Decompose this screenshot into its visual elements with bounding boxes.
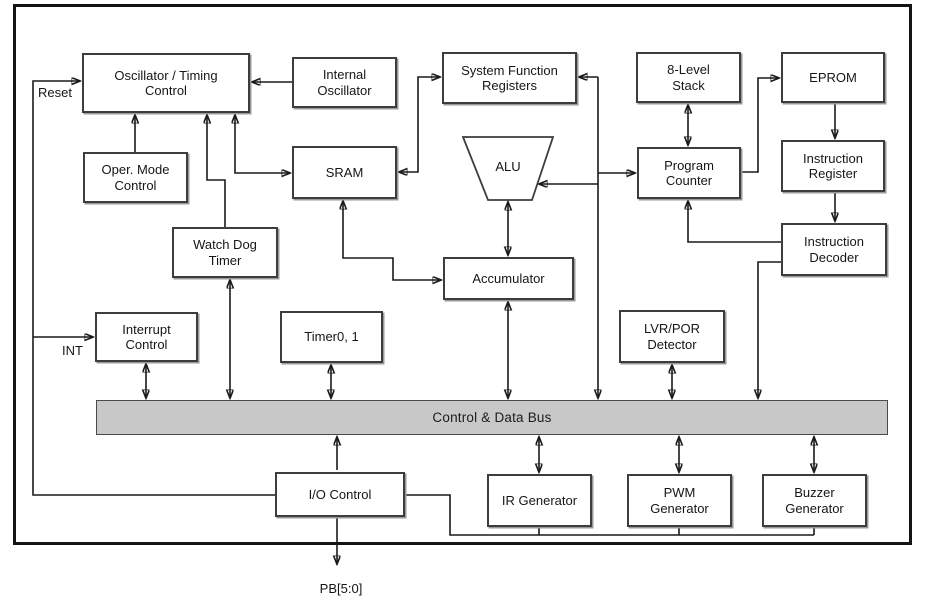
block-alu-label: ALU <box>495 159 521 174</box>
diagram-outer-frame <box>13 4 912 545</box>
block-label: Control <box>145 83 187 98</box>
connector-osc-sram <box>235 115 290 173</box>
block-label: Generator <box>785 500 844 516</box>
block-label: Instruction <box>803 150 863 166</box>
block-label: Watch Dog <box>193 237 257 252</box>
block-watch-dog-timer: Watch Dog Timer <box>172 227 278 278</box>
block-interrupt-control: Interrupt Control <box>95 312 198 362</box>
block-label: Control <box>114 177 157 193</box>
block-label: 8-Level <box>667 62 710 77</box>
block-label: Stack <box>672 77 705 93</box>
block-label: IR Generator <box>501 492 578 508</box>
block-eprom: EPROM <box>781 52 885 103</box>
connector-pc-to-eprom <box>741 78 779 173</box>
block-label: Internal <box>322 67 367 82</box>
block-instruction-decoder: Instruction Decoder <box>781 223 887 276</box>
block-8-level-stack: 8-Level Stack <box>636 52 741 103</box>
connector-io-bottom-rail <box>405 494 815 536</box>
block-oper-mode-control: Oper. Mode Control <box>83 152 188 203</box>
pin-label-pb: PB[5:0] <box>319 581 363 596</box>
pin-label-int: INT <box>62 343 83 358</box>
block-system-function-registers: System Function Registers <box>442 52 577 104</box>
block-sram: SRAM <box>292 146 397 199</box>
block-label: Instruction <box>804 234 864 249</box>
block-label: System Function <box>461 62 558 78</box>
block-buzzer-generator: Buzzer Generator <box>762 474 867 527</box>
block-label: Decoder <box>809 249 859 265</box>
block-label: PWM <box>663 485 696 500</box>
pin-label-reset: Reset <box>38 85 72 100</box>
block-internal-oscillator: Internal Oscillator <box>292 57 397 108</box>
alu-block-shape <box>461 136 555 201</box>
connector-sram-accumulator <box>343 201 441 280</box>
block-label: Accumulator <box>472 270 545 286</box>
block-label: I/O Control <box>308 486 372 502</box>
block-label: Register <box>808 166 858 181</box>
control-data-bus: Control & Data Bus <box>96 400 888 435</box>
block-label: Timer0, 1 <box>304 329 359 345</box>
block-pwm-generator: PWM Generator <box>627 474 732 527</box>
block-program-counter: Program Counter <box>637 147 741 199</box>
block-instruction-register: Instruction Register <box>781 140 885 192</box>
block-label: Generator <box>650 500 709 516</box>
block-label: Oscillator / Timing <box>114 67 218 83</box>
connector-decoder-to-pc <box>688 201 781 243</box>
block-label: Control <box>125 337 168 352</box>
block-label: Buzzer <box>794 485 835 500</box>
block-accumulator: Accumulator <box>443 257 574 300</box>
block-label: Program <box>664 157 714 173</box>
block-io-control: I/O Control <box>275 472 405 517</box>
connector-decoder-to-bus <box>758 261 781 398</box>
block-ir-generator: IR Generator <box>487 474 592 527</box>
block-oscillator-timing-control: Oscillator / Timing Control <box>82 53 250 113</box>
block-label: Oscillator <box>317 82 372 98</box>
block-label: Oper. Mode <box>101 162 170 177</box>
block-timer0-1: Timer0, 1 <box>280 311 383 363</box>
block-label: Timer <box>208 252 242 268</box>
block-label: Registers <box>482 78 537 93</box>
bus-label: Control & Data Bus <box>432 410 552 425</box>
block-label: Counter <box>665 173 713 188</box>
block-lvr-por-detector: LVR/POR Detector <box>619 310 725 363</box>
block-label: LVR/POR <box>643 321 701 336</box>
block-label: Interrupt <box>122 321 171 337</box>
connector-sram-sfr <box>399 77 440 172</box>
block-label: SRAM <box>325 164 364 180</box>
block-label: Detector <box>647 336 697 352</box>
connector-wdt-to-osc <box>207 115 226 227</box>
block-label: EPROM <box>809 69 857 85</box>
connector-reset-rail <box>32 81 275 496</box>
